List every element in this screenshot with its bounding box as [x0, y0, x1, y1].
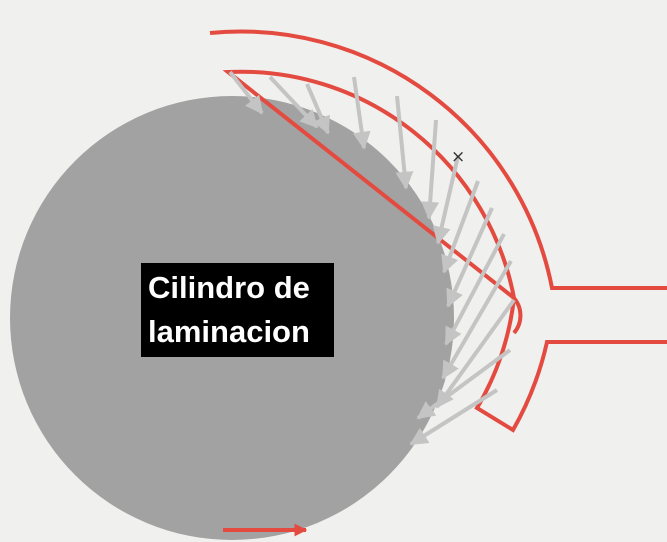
pressure-arrow-11 [441, 259, 513, 380]
pressure-arrow-14 [409, 388, 499, 446]
pressure-arrow-5 [395, 95, 414, 190]
pressure-arrow-2 [268, 75, 319, 129]
pressure-arrow-10 [444, 233, 506, 346]
pressure-arrow-7 [432, 155, 460, 245]
pressure-arrow-8 [441, 180, 480, 274]
pressure-arrow-1 [228, 70, 264, 115]
pressure-arrows [228, 70, 516, 446]
pressure-arrow-9 [446, 207, 494, 308]
pressure-arrow-6 [421, 119, 440, 220]
cross-mark-icon: × [451, 147, 465, 167]
cylinder-label: Cilindro de laminacion [141, 263, 334, 357]
pressure-arrow-13 [416, 348, 512, 420]
pressure-arrow-12 [435, 298, 516, 409]
pressure-arrow-3 [305, 83, 330, 135]
pressure-arrow-4 [352, 76, 371, 150]
